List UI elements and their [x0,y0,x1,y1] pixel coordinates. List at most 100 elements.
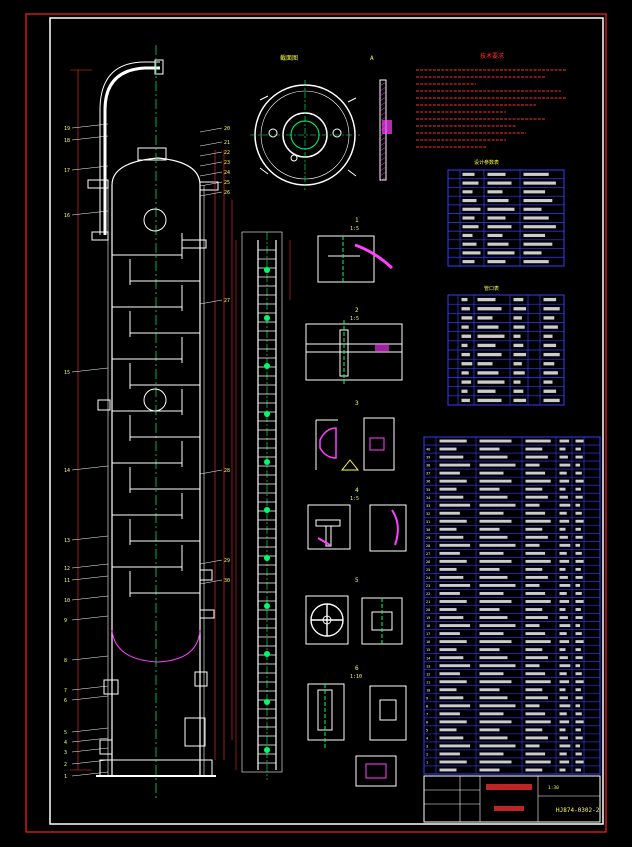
table-cell-text [479,479,512,483]
table-cell-text [525,688,543,692]
part-number-label: 19 [64,126,70,132]
table-cell-text [487,260,506,264]
table-cell-text [479,712,504,716]
table-cell-text [439,447,457,451]
table-cell-text [513,371,525,375]
manhole-upper [143,208,167,232]
table-cell-text [525,712,546,716]
parts-list-number: 15 [426,648,430,652]
table-cell-text [439,712,460,716]
table-cell-text [462,260,475,264]
table-cell-text [575,519,584,523]
parts-list-number: 9 [426,696,428,700]
table-cell-text [461,334,472,338]
table-cell-text [513,325,525,329]
table-cell-text [523,198,553,203]
table-cell-text [439,519,467,523]
leader-line [71,737,109,743]
table-cell-text [559,704,571,708]
table-cell-text [525,656,548,660]
table-cell-text [575,479,584,483]
detail-view-3: 3 [315,400,395,471]
table-cell-text [525,471,546,475]
table-cell-text [543,371,558,375]
svg-text:A: A [370,55,374,62]
parts-list-number: 40 [426,448,430,452]
table-cell-text [439,503,471,507]
parts-list-number: 18 [426,624,430,628]
table-cell-text [559,471,567,475]
table-cell-text [462,216,475,220]
table-cell-text [477,380,505,384]
hatch-line [379,156,387,162]
table-cell-text [479,760,512,764]
parts-list-number: 30 [426,528,430,532]
table-cell-text [523,207,542,211]
table-cell-text [575,503,580,507]
table-cell-text [575,720,584,724]
table-cell-text [523,216,549,220]
table-cell-text [559,640,570,644]
leader-line [71,727,109,733]
table-cell-text [525,632,546,636]
hatch-line [379,96,387,102]
table-cell-text [559,503,571,507]
parts-list-number: 4 [426,736,428,740]
table-cell-text [559,575,568,579]
table-cell-text [513,334,521,338]
table-cell-text [575,648,581,652]
table-cell-text [559,519,570,523]
nozzles-left [87,179,206,755]
svg-text:3: 3 [355,400,359,407]
rung-marker [264,363,270,369]
table-cell-text [439,551,460,555]
leader-line [71,563,109,569]
leader-line [199,299,223,305]
table-cell-text [575,551,582,555]
table-cell-text [439,648,457,652]
table-cell-text [439,696,464,700]
rung-marker [264,411,270,417]
manhole-middle [143,388,167,412]
hatch-line [379,176,387,182]
table-cell-text [525,672,546,676]
part-number-label: 27 [224,298,230,304]
table-cell-text [525,519,551,523]
table-cell-text [575,656,583,660]
rung-marker [264,555,270,561]
table-cell-text [462,233,473,238]
part-number-label: 2 [64,762,67,768]
table-cell-text [525,640,551,644]
part-number-label: 24 [224,170,230,176]
parts-list-number: 1 [426,761,428,765]
part-number-label: 6 [64,698,67,704]
table-cell-text [479,535,508,539]
table-cell-text [575,640,584,644]
table-cell-text [461,380,472,384]
table-cell-text [461,307,470,311]
parts-list-number: 16 [426,640,430,644]
table-cell-text [525,439,551,443]
table-cell-text [439,511,460,515]
parts-list-number: 3 [426,745,428,749]
table-cell-text [525,495,548,499]
table-cell-text [439,455,464,459]
leader-line [71,695,109,701]
table-cell-text [487,242,509,246]
part-number-label: 13 [64,538,70,544]
table-cell-text [559,495,568,499]
part-number-label: 11 [64,578,70,584]
table-cell-text [575,624,580,628]
table-cell-text [543,325,558,329]
svg-text:设计参数表: 设计参数表 [474,159,499,166]
part-number-label: 9 [64,618,67,624]
table-cell-text [575,559,584,563]
table-cell-text [525,511,546,515]
table-cell-text [477,316,493,320]
technical-notes: 技术要求 [416,52,566,148]
table-cell-text [439,736,464,740]
table-cell-text [479,527,500,531]
table-cell-text [525,752,546,756]
